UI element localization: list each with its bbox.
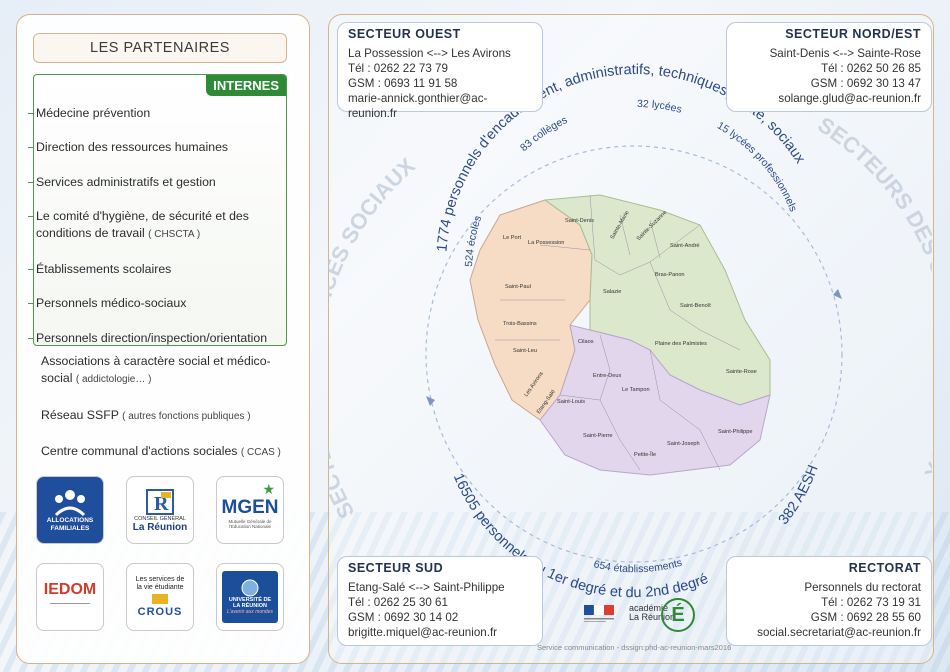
sector-phone: Tél : 0262 25 30 61 [348,596,448,609]
sector-title: SECTEUR SUD [348,561,444,575]
commune-label: Entre-Deux [593,373,621,379]
commune-label: Trois-Bassins [503,321,537,327]
sector-area: La Possession <--> Les Avirons [348,47,511,60]
watermark-left: SECTEUR DES SERVICES SOCIAUX [328,153,420,523]
external-partner-item: Réseau SSFP ( autres fonctions publiques… [41,408,251,422]
partners-panel: LES PARTENAIRES INTERNES Médecine préven… [16,14,310,664]
commune-label: Saint-Philippe [718,429,753,435]
sector-sud-card: SECTEUR SUD Etang-Salé <--> Saint-Philip… [337,556,543,646]
commune-label: Saint-Benoît [680,303,711,309]
internal-partner-item: Direction des ressources humaines [28,139,278,156]
credit-text: Service communication - dssign:phd-ac-re… [537,643,732,652]
commune-label: Saint-Paul [505,284,531,290]
internes-tag: INTERNES [206,75,286,96]
conseil-general-logo: R CONSEIL GÉNÉRAL La Réunion [126,476,194,544]
arrow-icon [833,289,842,299]
commune-label: Cilaos [578,339,594,345]
sector-area: Etang-Salé <--> Saint-Philippe [348,581,505,594]
ring-lycees-text: 32 lycées [637,98,683,116]
internal-partner-item: Personnels direction/inspection/orientat… [28,330,278,347]
commune-label: Saint-Pierre [583,433,613,439]
commune-label: Saint-André [670,243,700,249]
sector-nord-est-card: SECTEUR NORD/EST Saint-Denis <--> Sainte… [726,22,932,112]
sector-title: SECTEUR NORD/EST [785,27,921,41]
sector-title: SECTEUR OUEST [348,27,461,41]
crous-logo: Les services de la vie étudiante CROUS [126,563,194,631]
sector-mobile: GSM : 0692 28 55 60 [810,611,921,624]
external-partner-item: Centre communal d'actions sociales ( CCA… [41,444,281,458]
internal-partner-item: Le comité d'hygiène, de sécurité et des … [28,208,278,243]
sector-ouest-card: SECTEUR OUEST La Possession <--> Les Avi… [337,22,543,120]
caf-family-icon [54,490,86,517]
mgen-logo: ★ MGEN Mutuelle Générale de l'Education … [216,476,284,544]
sector-email[interactable]: marie-annick.gonthier@ac-reunion.fr [348,92,488,120]
academie-reunion-logo: académie La Réunion É [623,598,695,632]
sector-phone: Tél : 0262 50 26 85 [821,62,921,75]
internal-partner-item: Médecine prévention [28,105,278,122]
internes-box: INTERNES Médecine prévention Direction d… [28,74,287,346]
e-letter-icon: É [661,598,695,632]
commune-label: Le Tampon [622,387,650,393]
commune-label: La Possession [528,240,564,246]
commune-label: Petite-Île [634,451,656,458]
sector-title: RECTORAT [848,561,921,575]
external-partner-item: Associations à caractère social et médic… [41,354,271,385]
commune-label: Saint-Leu [513,348,537,354]
internal-partner-item: Personnels médico-sociaux [28,295,278,312]
watermark-right: SECTEURS DES SERVICES SOCIAUX [813,112,932,482]
sector-area: Saint-Denis <--> Sainte-Rose [769,47,921,60]
rectorat-card: RECTORAT Personnels du rectorat Tél : 02… [726,556,932,646]
arrow-icon [426,396,435,406]
commune-label: Salazie [603,289,621,295]
ring-aesh-text: 382 AESH [776,463,822,528]
sector-mobile: GSM : 0692 30 14 02 [348,611,459,624]
dashed-ring [425,145,843,563]
globe-icon [241,579,259,597]
map-zone-sud [539,324,771,476]
commune-label: Le Port [503,235,521,241]
commune-label: Bras-Panon [655,272,685,278]
commune-label: Saint-Louis [557,399,585,405]
commune-label: Plaine des Palmistes [655,341,707,347]
caf-logo: ALLOCATIONS FAMILIALES [36,476,104,544]
svg-text:R: R [154,493,169,515]
republique-francaise-logo [582,603,616,625]
commune-label: Saint-Joseph [667,441,700,447]
iedom-logo: IEDOM [36,563,104,631]
crous-figure-icon [152,594,168,604]
sector-phone: Tél : 0262 73 19 31 [821,596,921,609]
sector-mobile: GSM : 0692 30 13 47 [810,77,921,90]
sector-mobile: GSM : 0693 11 91 58 [348,77,458,90]
sector-email[interactable]: brigitte.miquel@ac-reunion.fr [348,626,498,639]
universite-logo: UNIVERSITÉ DE LA RÉUNION L'avenir aux mo… [216,563,284,631]
reunion-map: Saint-Denis Le Port La Possession Sainte… [469,194,771,476]
sector-email[interactable]: social.secretariat@ac-reunion.fr [757,626,921,639]
internal-partner-item: Services administratifs et gestion [28,174,278,191]
sector-area: Personnels du rectorat [804,581,921,594]
reunion-r-icon: R [146,488,174,515]
partners-title: LES PARTENAIRES [33,33,287,63]
sector-phone: Tél : 0262 22 73 79 [348,62,448,75]
commune-label: Saint-Denis [565,218,594,224]
sector-email[interactable]: solange.glud@ac-reunion.fr [778,92,921,105]
star-icon: ★ [262,481,275,497]
sectors-panel [328,14,934,664]
internal-partner-item: Établissements scolaires [28,261,278,278]
commune-label: Sainte-Rose [726,369,757,375]
